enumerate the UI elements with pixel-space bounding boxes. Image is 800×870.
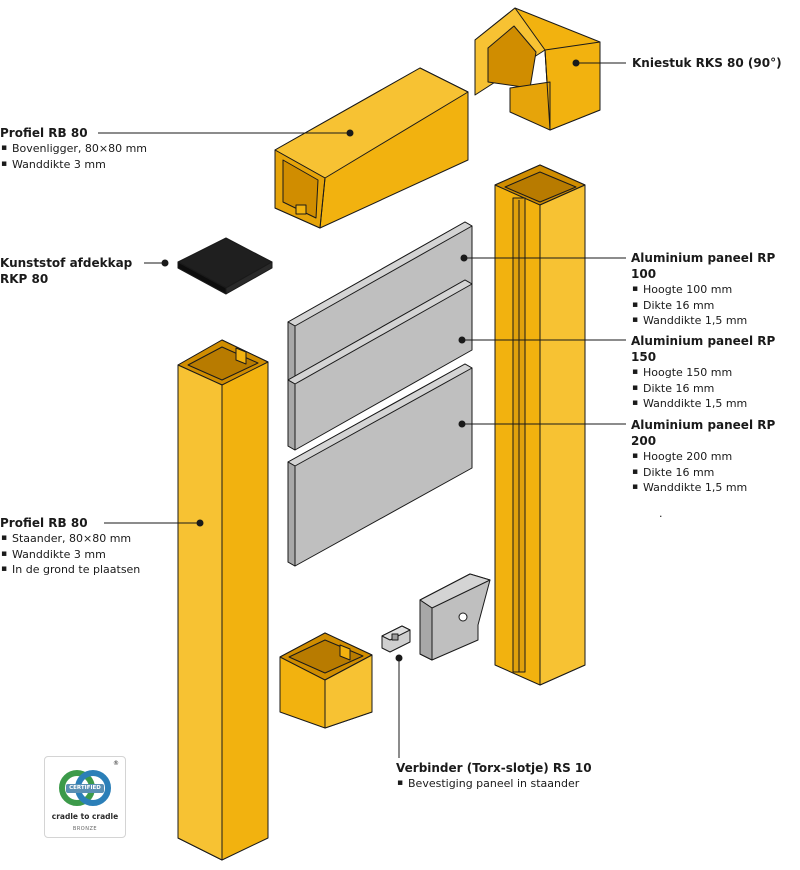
label-kniestuk: Kniestuk RKS 80 (90°)	[632, 55, 782, 71]
label-paneel-150: Aluminium paneel RP 150 Hoogte 150 mm Di…	[631, 333, 800, 412]
label-paneel-150-bullet: Dikte 16 mm	[631, 381, 800, 397]
label-profiel-post: Profiel RB 80 Staander, 80×80 mm Wanddik…	[0, 515, 140, 578]
label-afdekkap: Kunststof afdekkap RKP 80	[0, 255, 132, 287]
label-profiel-top-title: Profiel RB 80	[0, 126, 88, 140]
badge-certified: CERTIFIED	[66, 784, 104, 793]
label-paneel-200-bullet: Dikte 16 mm	[631, 465, 800, 481]
label-paneel-200-bullet: Hoogte 200 mm	[631, 449, 800, 465]
label-profiel-top: Profiel RB 80 Bovenligger, 80×80 mm Wand…	[0, 125, 147, 172]
label-afdekkap-title-2: RKP 80	[0, 272, 49, 286]
stray-mark: .	[659, 507, 663, 520]
label-paneel-150-bullet: Hoogte 150 mm	[631, 365, 800, 381]
post-foot-piece	[279, 632, 373, 729]
label-profiel-post-bullet: In de grond te plaatsen	[0, 562, 140, 578]
label-profiel-top-bullet: Bovenligger, 80×80 mm	[0, 141, 147, 157]
label-verbinder: Verbinder (Torx-slotje) RS 10 Bevestigin…	[396, 760, 592, 792]
label-verbinder-title: Verbinder (Torx-slotje) RS 10	[396, 761, 592, 775]
plastic-cap-rkp80	[177, 237, 273, 295]
label-paneel-200-title: Aluminium paneel RP 200	[631, 418, 776, 448]
label-profiel-post-title: Profiel RB 80	[0, 516, 88, 530]
label-paneel-100-bullet: Hoogte 100 mm	[631, 282, 800, 298]
label-paneel-200: Aluminium paneel RP 200 Hoogte 200 mm Di…	[631, 417, 800, 496]
connector-rs10	[381, 625, 411, 653]
registered-mark: ®	[113, 760, 119, 767]
label-afdekkap-title-1: Kunststof afdekkap	[0, 256, 133, 270]
label-paneel-100-bullet: Wanddikte 1,5 mm	[631, 313, 800, 329]
label-profiel-post-bullet: Wanddikte 3 mm	[0, 547, 140, 563]
leader-lines	[98, 59, 626, 758]
label-paneel-100: Aluminium paneel RP 100 Hoogte 100 mm Di…	[631, 250, 800, 329]
badge-level: BRONZE	[72, 826, 98, 832]
label-paneel-150-bullet: Wanddikte 1,5 mm	[631, 396, 800, 412]
label-profiel-top-bullet: Wanddikte 3 mm	[0, 157, 147, 173]
badge-brand: cradle to cradle	[51, 812, 119, 821]
knee-piece-rks80	[474, 7, 601, 131]
panel-rp200	[287, 363, 473, 567]
right-post-rb80	[494, 164, 586, 686]
label-paneel-150-title: Aluminium paneel RP 150	[631, 334, 776, 364]
cradle-to-cradle-badge: ® CERTIFIED cradle to cradle BRONZE	[44, 756, 126, 838]
label-paneel-100-title: Aluminium paneel RP 100	[631, 251, 776, 281]
label-paneel-200-bullet: Wanddikte 1,5 mm	[631, 480, 800, 496]
panel-end-piece	[419, 573, 491, 661]
label-verbinder-bullet: Bevestiging paneel in staander	[396, 776, 592, 792]
label-kniestuk-title: Kniestuk RKS 80 (90°)	[632, 56, 782, 70]
label-paneel-100-bullet: Dikte 16 mm	[631, 298, 800, 314]
panel-rp150	[287, 279, 473, 451]
label-profiel-post-bullet: Staander, 80×80 mm	[0, 531, 140, 547]
top-rail-rb80	[274, 67, 469, 229]
left-post-rb80	[177, 339, 269, 861]
